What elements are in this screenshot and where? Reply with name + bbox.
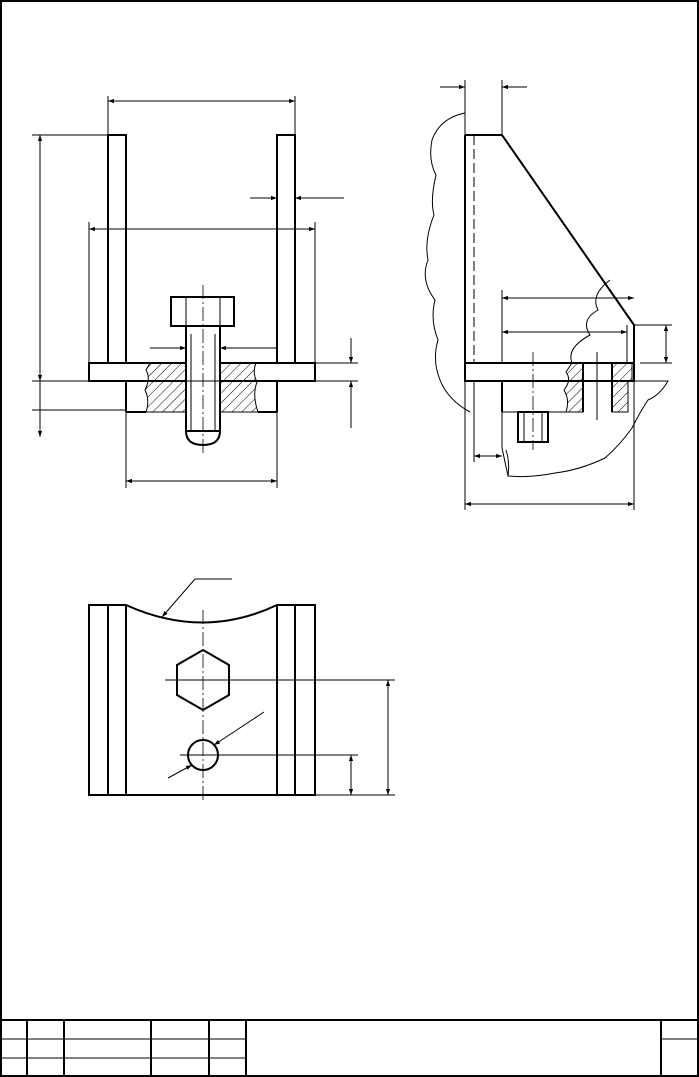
title-block (1, 1019, 698, 1076)
top-view (88, 578, 395, 800)
section-hatch-right (219, 362, 259, 413)
side-view (424, 80, 672, 510)
bolt-head (170, 296, 235, 327)
front-section-view (32, 96, 358, 488)
gusset-edge (501, 134, 635, 326)
right-upright (276, 134, 296, 364)
wall-break-line (424, 112, 471, 413)
section-hatch-left (144, 362, 187, 413)
left-upright (107, 134, 127, 364)
top-view-outline (88, 604, 316, 796)
side-base-plate (464, 362, 635, 382)
